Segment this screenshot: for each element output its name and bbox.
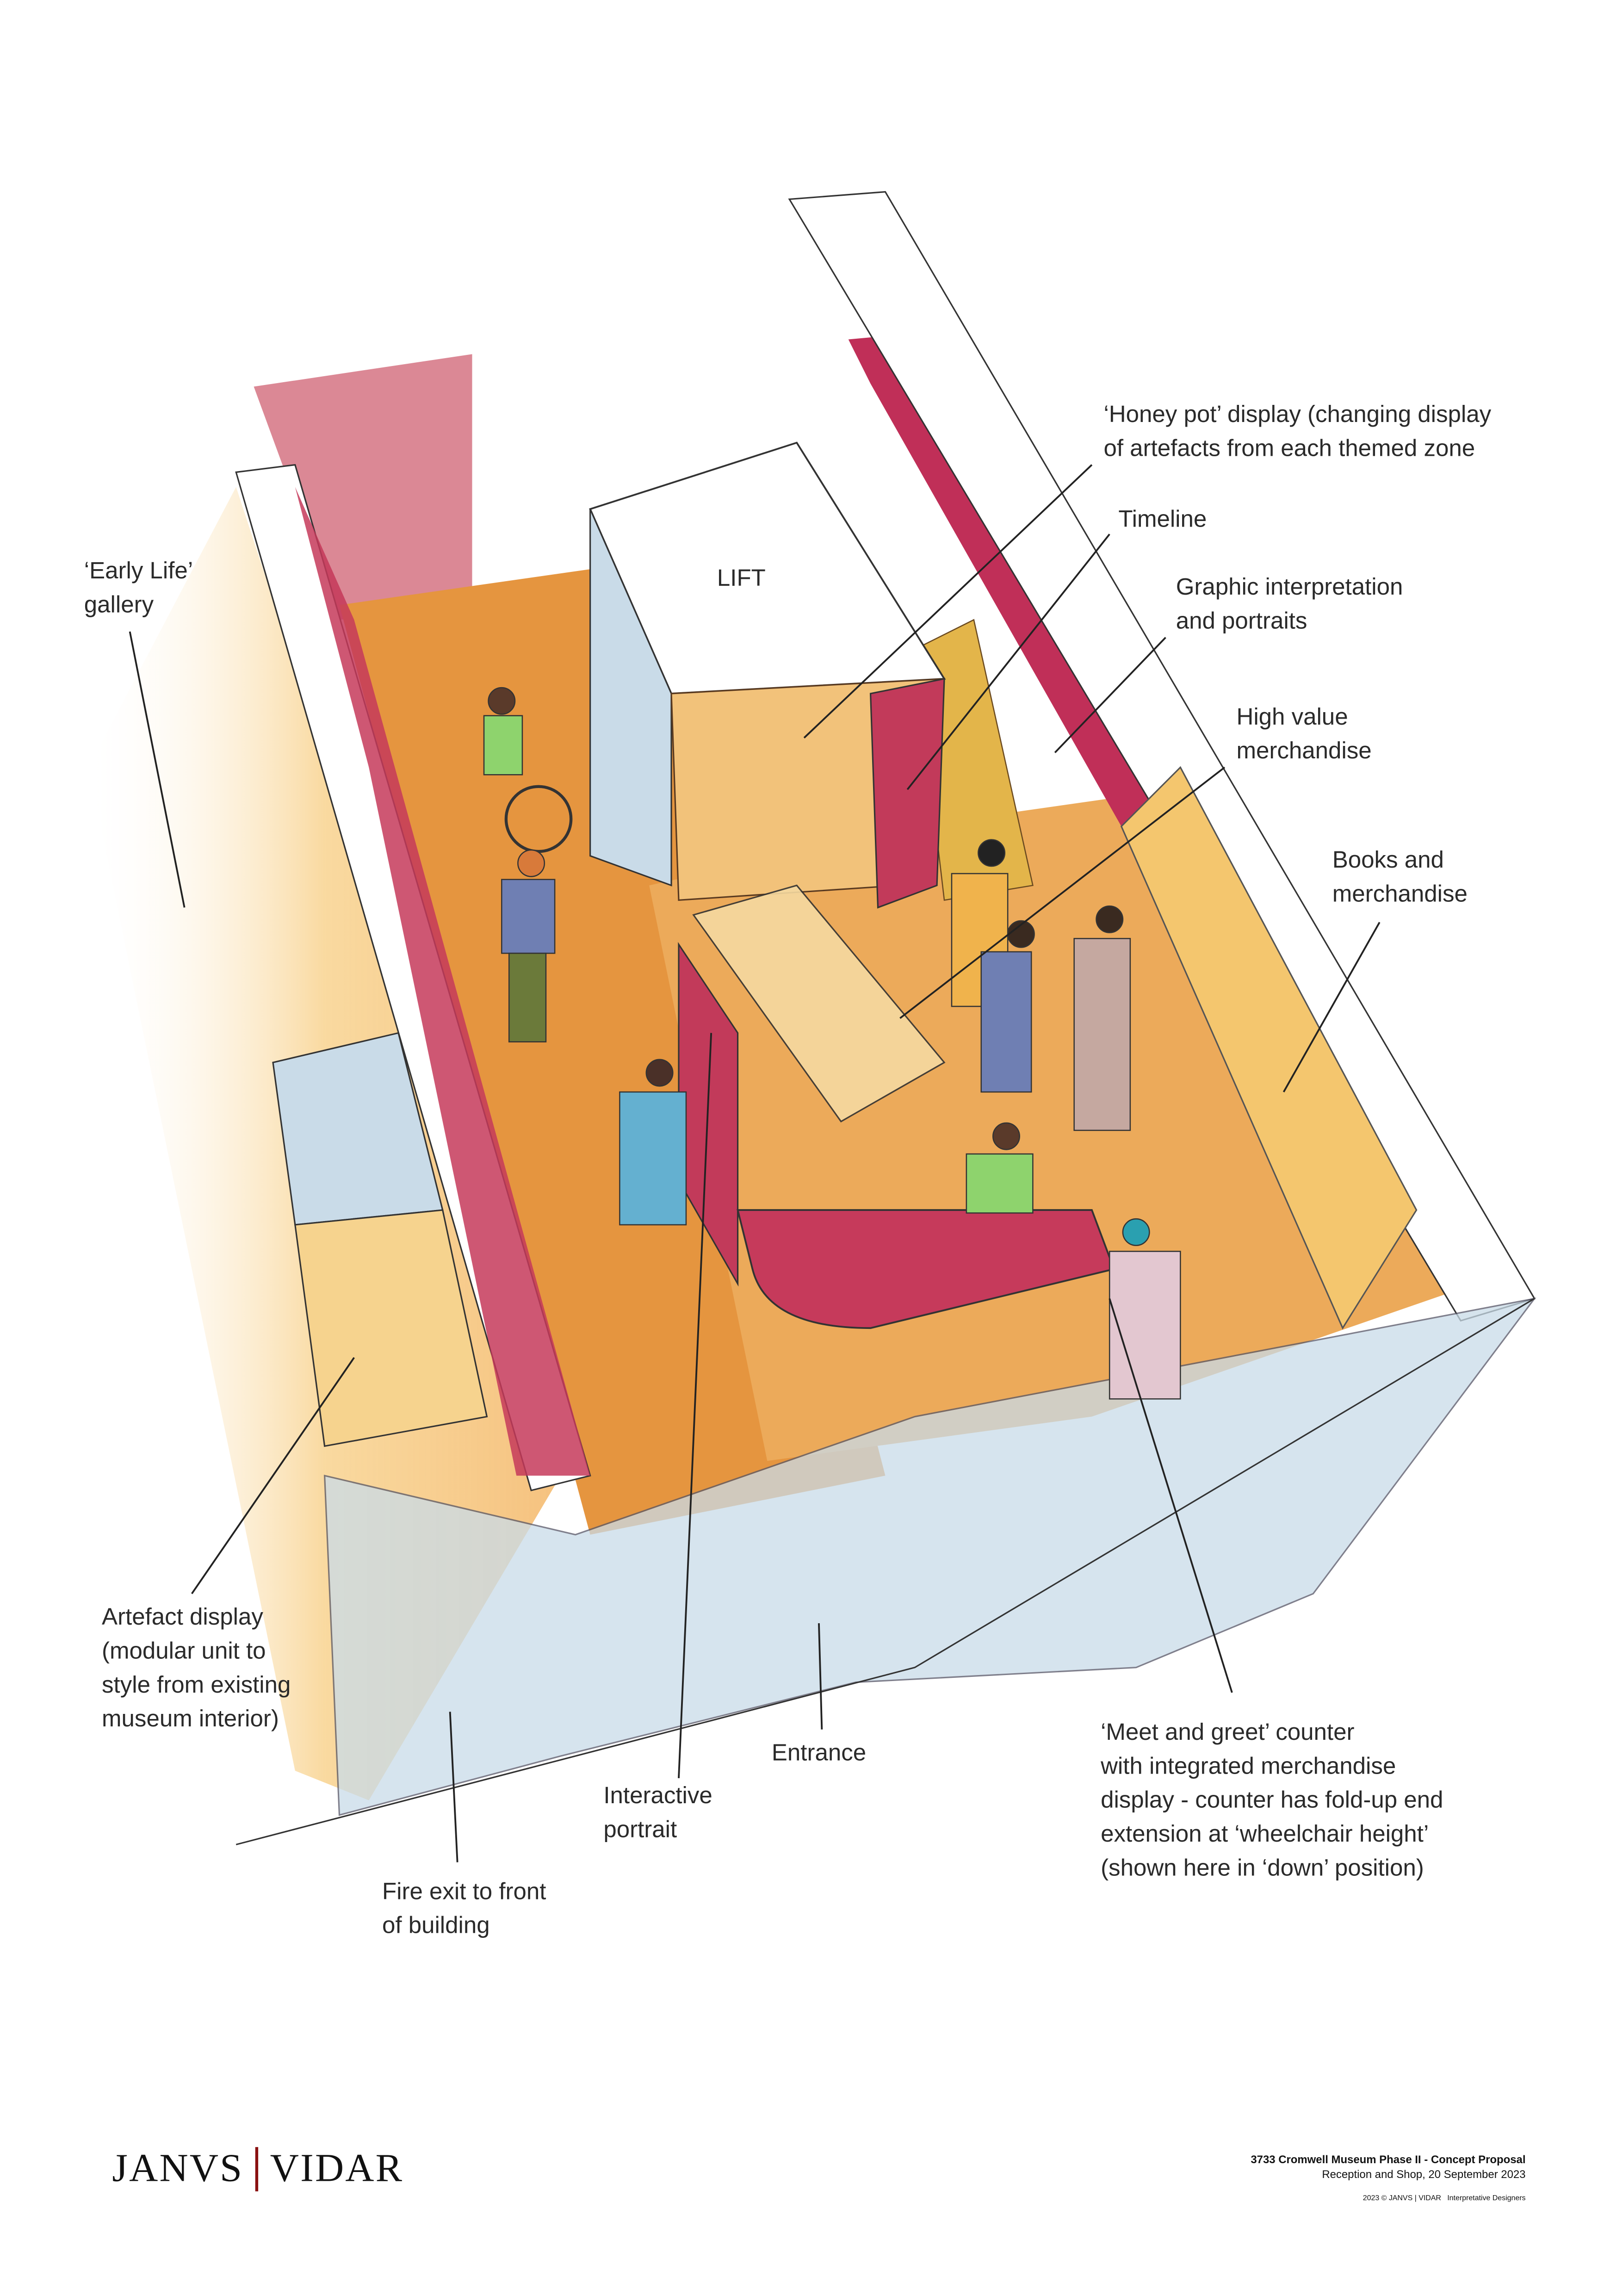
label-artefact-display: Artefact display (modular unit to style fr… <box>102 1601 291 1737</box>
label-graphic-interpretation: Graphic interpretation and portraits <box>1176 571 1403 639</box>
project-title: 3733 Cromwell Museum Phase II - Concept … <box>1251 2153 1526 2166</box>
label-line: (modular unit to <box>102 1639 266 1665</box>
logo-divider <box>255 2147 259 2191</box>
outline-lines <box>235 1298 1535 1845</box>
copyright: 2023 © JANVS | VIDAR Interpretative Desi… <box>1363 2194 1526 2203</box>
artefact-display-base <box>294 1209 488 1447</box>
label-line: merchandise <box>1236 739 1372 764</box>
label-entrance: Entrance <box>771 1741 867 1767</box>
label-line: with integrated merchandise <box>1101 1754 1396 1780</box>
back-wall-left <box>254 354 472 620</box>
label-line: Graphic interpretation <box>1176 575 1403 601</box>
label-line: merchandise <box>1332 882 1468 908</box>
label-books: Books and merchandise <box>1332 844 1468 912</box>
label-line: extension at ‘wheelchair height’ <box>1101 1822 1429 1848</box>
label-line: Books and <box>1332 848 1444 874</box>
label-interactive-portrait: Interactive portrait <box>603 1780 712 1848</box>
label-line: High value <box>1236 705 1348 731</box>
label-line: of artefacts from each themed zone <box>1103 436 1475 462</box>
logo-left: JANVS <box>112 2145 244 2190</box>
left-red-wall <box>295 487 590 1476</box>
label-timeline: Timeline <box>1118 508 1207 533</box>
label-line: Fire exit to front <box>382 1880 546 1905</box>
label-line: and portraits <box>1176 609 1307 635</box>
label-meet-and-greet: ‘Meet and greet’ counter with integrated … <box>1101 1716 1443 1886</box>
label-line: Artefact display <box>102 1605 263 1631</box>
leader-lines <box>129 464 1381 1862</box>
label-line: (shown here in ‘down’ position) <box>1101 1856 1424 1882</box>
bookshelf <box>1120 766 1418 1330</box>
timeline-panel <box>869 678 945 909</box>
label-line: museum interior) <box>102 1707 279 1733</box>
label-line: display - counter has fold-up end <box>1101 1788 1443 1814</box>
label-line: gallery <box>84 593 154 619</box>
front-glazing <box>323 1297 1536 1816</box>
logo-right: VIDAR <box>270 2145 404 2190</box>
label-line: style from existing <box>102 1673 291 1699</box>
label-line: ‘Meet and greet’ counter <box>1101 1720 1355 1746</box>
label-line: of building <box>382 1914 490 1939</box>
label-line: ‘Early Life’ <box>84 559 193 584</box>
label-early-life-gallery: ‘Early Life’ gallery <box>84 555 193 623</box>
high-value-case <box>692 884 946 1123</box>
lift-front <box>589 509 672 887</box>
project-subtitle: Reception and Shop, 20 September 2023 <box>1322 2167 1526 2181</box>
visitors <box>483 687 1181 1400</box>
label-fire-exit: Fire exit to front of building <box>382 1875 546 1943</box>
label-line: Interactive <box>603 1784 712 1809</box>
label-high-value: High value merchandise <box>1236 701 1371 769</box>
label-honey-pot: ‘Honey pot’ display (changing display of … <box>1103 398 1491 466</box>
meet-and-greet-counter <box>737 1209 1115 1329</box>
janvs-vidar-logo: JANVS VIDAR <box>112 2146 403 2191</box>
label-line: ‘Honey pot’ display (changing display <box>1103 403 1492 428</box>
label-line: portrait <box>603 1818 677 1843</box>
label-lift: LIFT <box>717 566 766 592</box>
